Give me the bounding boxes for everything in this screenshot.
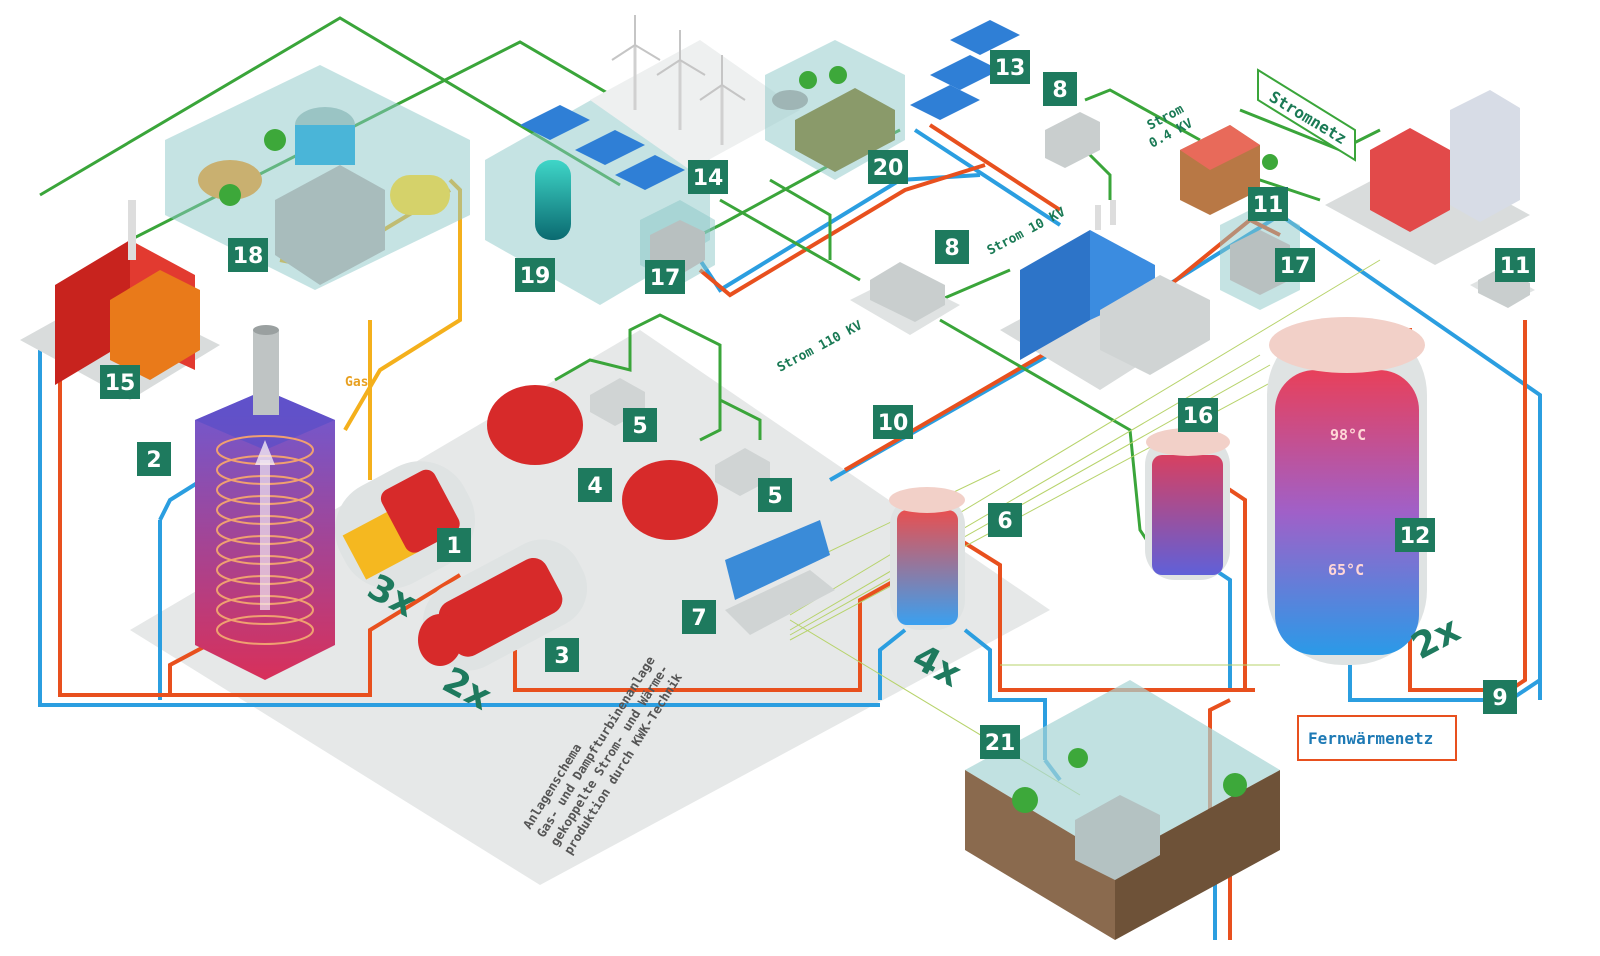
substation-8-center — [850, 262, 960, 335]
svg-text:17: 17 — [650, 266, 681, 291]
svg-text:1: 1 — [446, 534, 461, 559]
stromnetz-box: Stromnetz — [1257, 68, 1356, 162]
svg-text:5: 5 — [632, 414, 647, 439]
transformer-8-upper — [1045, 112, 1100, 168]
temp-hot-label: 98°C — [1330, 426, 1366, 444]
svg-text:4: 4 — [587, 474, 602, 499]
badge-9: 9 — [1483, 680, 1517, 714]
consumer-block-21 — [965, 680, 1280, 940]
fernwaermenetz-label: Fernwärmenetz — [1308, 729, 1433, 748]
badge-10: 10 — [873, 405, 913, 439]
badge-13: 13 — [990, 50, 1030, 84]
badge-5b: 5 — [758, 478, 792, 512]
district-heat-tank-12: 98°C 65°C — [1267, 317, 1427, 665]
gas-label: Gas — [345, 375, 368, 390]
residential-area — [1180, 90, 1530, 265]
svg-text:14: 14 — [693, 166, 724, 191]
main-platform — [130, 330, 1050, 885]
badge-19: 19 — [515, 258, 555, 292]
svg-text:8: 8 — [944, 236, 959, 261]
svg-text:20: 20 — [873, 156, 904, 181]
strom-110-label: Strom 110 KV — [775, 318, 865, 375]
control-desk-7 — [725, 520, 835, 635]
svg-text:15: 15 — [105, 371, 136, 396]
heat-storage-6 — [889, 487, 965, 630]
badge-3: 3 — [545, 638, 579, 672]
svg-text:18: 18 — [233, 244, 264, 269]
badge-7: 7 — [682, 600, 716, 634]
badge-11b: 11 — [1495, 248, 1535, 282]
svg-text:12: 12 — [1400, 524, 1431, 549]
svg-text:9: 9 — [1492, 686, 1507, 711]
svg-text:13: 13 — [995, 56, 1026, 81]
badge-11a: 11 — [1248, 187, 1288, 221]
badge-8a: 8 — [1043, 72, 1077, 106]
badge-17a: 17 — [645, 260, 685, 294]
badge-2: 2 — [137, 442, 171, 476]
svg-text:10: 10 — [878, 411, 909, 436]
badge-6: 6 — [988, 503, 1022, 537]
wind-farm-14 — [590, 15, 800, 170]
svg-text:21: 21 — [985, 731, 1016, 756]
biogas-facility-18 — [165, 65, 470, 290]
svg-text:5: 5 — [767, 484, 782, 509]
svg-text:19: 19 — [520, 264, 551, 289]
svg-text:7: 7 — [691, 606, 706, 631]
svg-text:11: 11 — [1500, 254, 1531, 279]
stromnetz-label: Stromnetz — [1266, 87, 1350, 148]
svg-text:6: 6 — [997, 509, 1012, 534]
badge-12: 12 — [1395, 518, 1435, 552]
badge-14: 14 — [688, 160, 728, 194]
badge-4: 4 — [578, 468, 612, 502]
steam-turbines-3 — [418, 539, 588, 671]
number-badges: 1 2 3 4 5 5 6 7 8 8 9 10 11 11 12 13 14 … — [100, 50, 1535, 759]
svg-text:8: 8 — [1052, 78, 1067, 103]
badge-5a: 5 — [623, 408, 657, 442]
badge-15: 15 — [100, 365, 140, 399]
badge-20: 20 — [868, 150, 908, 184]
plant-building-15 — [20, 200, 220, 400]
badge-8b: 8 — [935, 230, 969, 264]
svg-text:11: 11 — [1253, 193, 1284, 218]
badge-1: 1 — [437, 528, 471, 562]
svg-text:3: 3 — [554, 644, 569, 669]
buffer-tank-16 — [1145, 428, 1230, 580]
solar-field-13 — [910, 20, 1020, 120]
svg-text:2: 2 — [146, 448, 161, 473]
generators-4 — [487, 385, 718, 540]
badge-16: 16 — [1178, 398, 1218, 432]
badge-18: 18 — [228, 238, 268, 272]
steam-boiler-2 — [195, 325, 335, 680]
fernwaermenetz-box: Fernwärmenetz — [1297, 715, 1457, 761]
badge-21: 21 — [980, 725, 1020, 759]
svg-text:16: 16 — [1183, 404, 1214, 429]
badge-17b: 17 — [1275, 248, 1315, 282]
industrial-building — [1000, 200, 1210, 390]
svg-text:17: 17 — [1280, 254, 1311, 279]
temp-cold-label: 65°C — [1328, 561, 1364, 579]
